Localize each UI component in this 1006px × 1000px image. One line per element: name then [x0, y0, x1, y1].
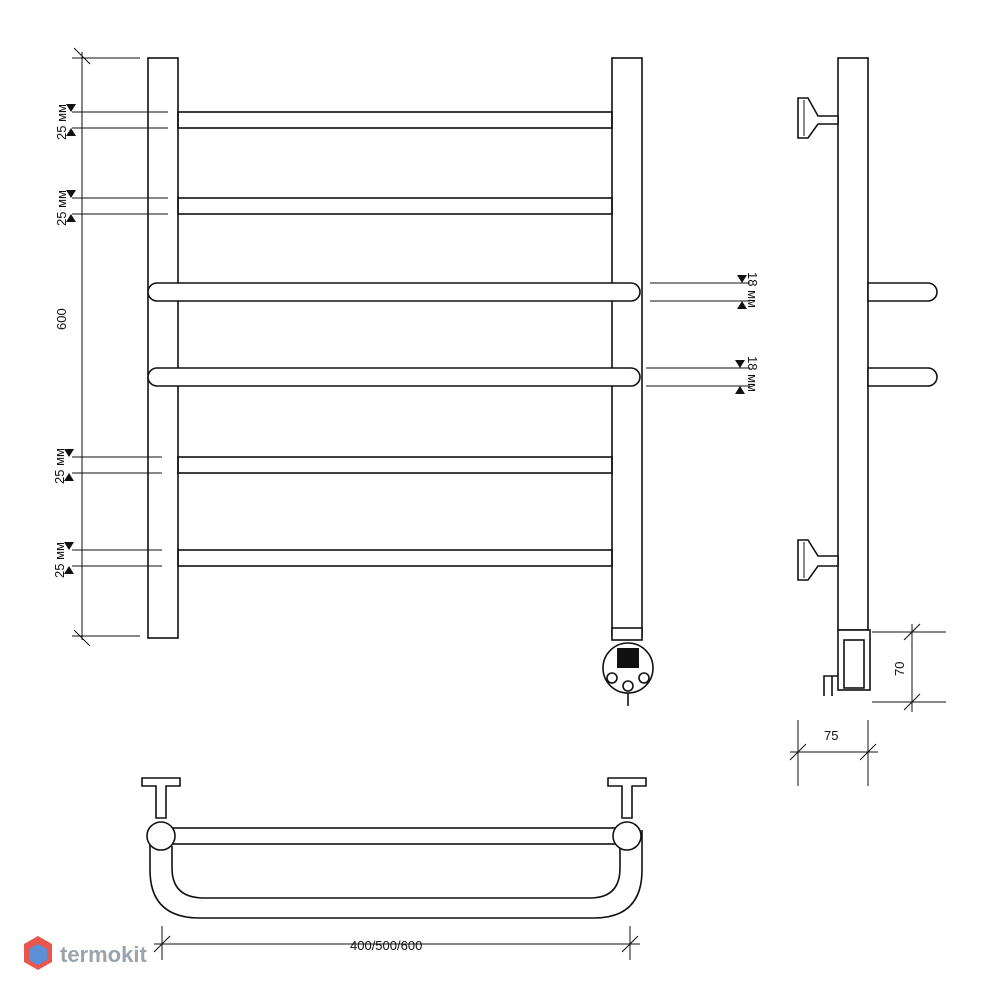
top-rail — [163, 827, 631, 845]
rail-5 — [177, 456, 613, 474]
rail-4-rounded — [147, 367, 641, 387]
dim-gap-bottom-1: 25 мм — [52, 448, 67, 484]
width-dimension: 400/500/600 — [153, 926, 640, 960]
termokit-logo: termokit — [24, 936, 147, 970]
front-left-dimensions: 25 мм 25 мм 600 25 мм 25 мм — [52, 47, 168, 647]
rail-6 — [177, 549, 613, 567]
brand-name: termokit — [60, 942, 147, 967]
heater-display — [617, 648, 639, 668]
side-bar-2 — [867, 367, 938, 387]
side-view — [797, 57, 938, 696]
rail-2 — [177, 197, 613, 215]
dim-width: 400/500/600 — [350, 938, 422, 953]
left-upright — [147, 57, 179, 639]
right-upright — [611, 57, 643, 637]
side-dimensions: 70 75 — [789, 623, 946, 786]
rail-1 — [177, 111, 613, 129]
left-wall-bracket — [141, 777, 181, 819]
top-view — [141, 777, 647, 919]
front-right-dimensions: 18 мм 18 мм — [646, 272, 760, 394]
u-rail-inner — [171, 846, 621, 899]
side-upright — [837, 57, 869, 631]
right-wall-bracket — [607, 777, 647, 819]
right-joint — [612, 821, 642, 851]
dim-bar-diameter-1: 18 мм — [745, 272, 760, 308]
heater-collar — [611, 627, 643, 641]
top-bracket — [797, 97, 839, 139]
side-heater-cable — [823, 675, 838, 696]
heater-button-2 — [622, 680, 634, 692]
left-joint — [146, 821, 176, 851]
dim-bar-diameter-2: 18 мм — [745, 356, 760, 392]
front-view — [147, 57, 654, 706]
side-bar-1 — [867, 282, 938, 302]
dim-height: 600 — [54, 308, 69, 330]
dim-wall-offset: 75 — [824, 728, 838, 743]
u-rail-outer — [149, 830, 643, 919]
rail-3-rounded — [147, 282, 641, 302]
dim-gap-top-1: 25 мм — [54, 104, 69, 140]
bottom-bracket — [797, 539, 839, 581]
heater-button-1 — [606, 672, 618, 684]
side-heater-box — [837, 629, 871, 691]
dim-gap-bottom-2: 25 мм — [52, 542, 67, 578]
dim-box-height: 70 — [892, 662, 907, 676]
dim-gap-top-2: 25 мм — [54, 190, 69, 226]
heater-button-3 — [638, 672, 650, 684]
